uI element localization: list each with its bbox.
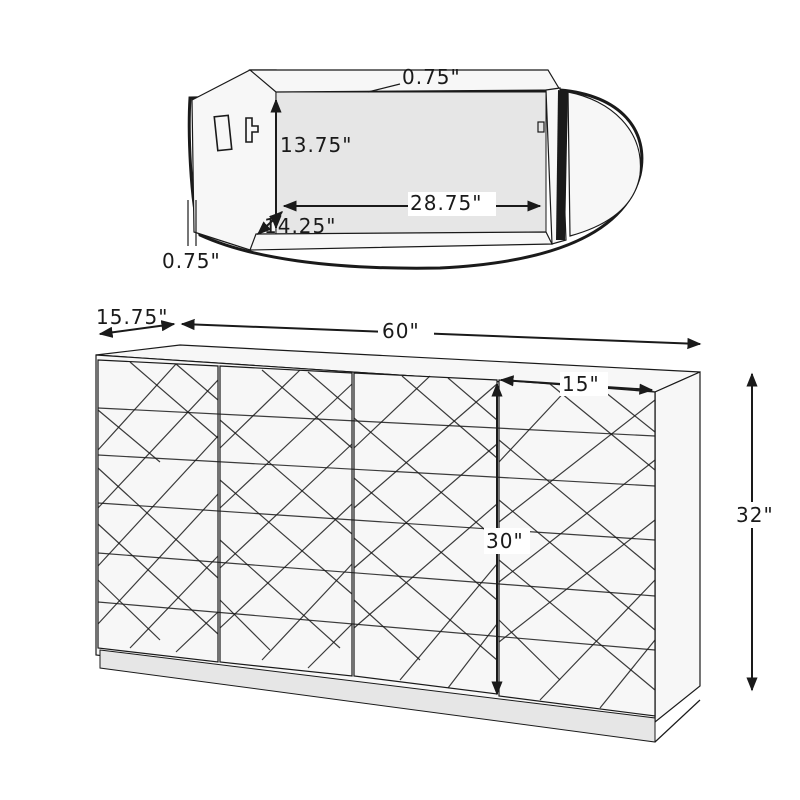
cabinet-main-view: 15.75" 60" 15" 30" 32": [95, 305, 778, 743]
dim-total-height: 32": [736, 503, 774, 527]
door-2[interactable]: [219, 365, 353, 677]
dim-label-bg-total-height: [732, 502, 778, 528]
dim-door-width: 15": [562, 372, 600, 396]
dim-label-bg-shelf-width: [408, 192, 496, 216]
dim-shelf-height: 13.75": [280, 133, 352, 157]
cabinet-right-side: [654, 371, 701, 724]
door-face-outside: [567, 91, 642, 237]
dim-door-height: 30": [486, 529, 524, 553]
dim-board-thickness-top: 0.75": [402, 65, 461, 89]
dim-line-depth: [98, 320, 176, 338]
door-dark-edge: [556, 90, 568, 240]
dim-label-bg-width: [378, 316, 434, 342]
door-3[interactable]: [353, 372, 498, 695]
hinge-plate: [213, 114, 233, 152]
dim-width: 60": [382, 319, 420, 343]
dim-shelf-width: 28.75": [410, 191, 482, 215]
hinge-arm: [245, 117, 259, 143]
dim-line-shelf-depth: [256, 211, 284, 235]
dim-line-width: [180, 318, 702, 350]
shelf-clip: [537, 121, 545, 133]
dim-board-thickness-side: 0.75": [162, 249, 221, 273]
dim-label-bg-door-width: [560, 372, 608, 396]
diamond-relief-pattern: [97, 361, 656, 709]
dim-line-board-top: [367, 83, 401, 93]
dim-depth: 15.75": [96, 305, 168, 329]
dim-shelf-depth: 14.25": [264, 214, 336, 238]
interior-detail-view: 0.75" 13.75" 28.75" 14.25" 0.75": [162, 65, 644, 273]
dim-label-bg-door-height: [484, 528, 530, 554]
base-edge: [654, 699, 701, 743]
